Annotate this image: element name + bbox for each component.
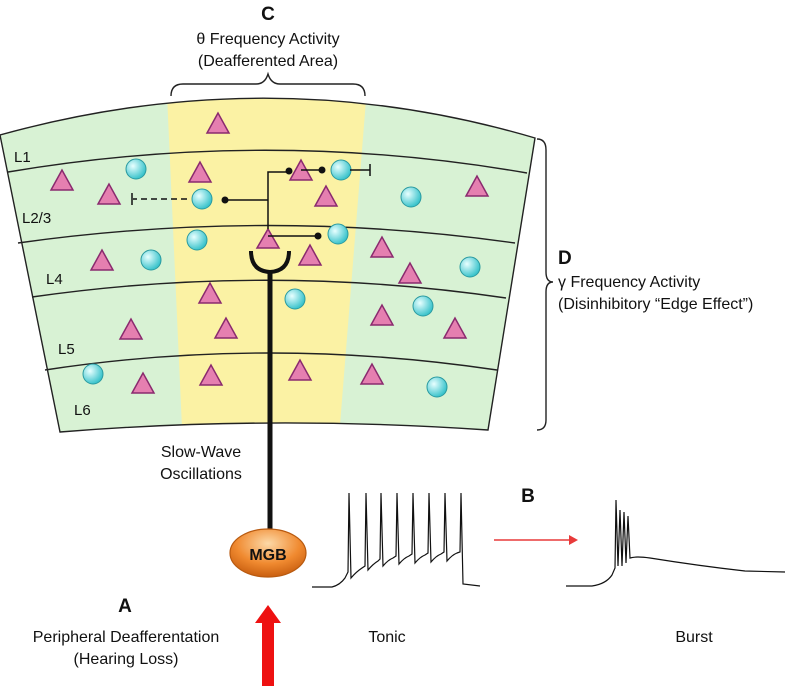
pyramidal-neuron	[464, 174, 490, 197]
pyramidal-neuron	[287, 358, 313, 381]
panel-a-letter: A	[118, 596, 132, 617]
interneuron	[284, 288, 306, 310]
panel-c-subtitle: (Deafferented Area)	[198, 53, 338, 70]
layer-label-l1: L1	[14, 149, 31, 166]
pyramidal-neuron	[49, 168, 75, 191]
panel-c-title: θ Frequency Activity	[196, 31, 339, 48]
panel-c-brace	[170, 71, 366, 97]
pyramidal-neuron	[297, 243, 323, 266]
pyramidal-neuron	[187, 160, 213, 183]
interneuron	[412, 295, 434, 317]
pyramidal-neuron	[118, 317, 144, 340]
pyramidal-neuron	[205, 111, 231, 134]
cortex-outline	[0, 97, 536, 433]
pyramidal-neuron	[313, 184, 339, 207]
synaptic-connections	[131, 164, 371, 237]
pyramidal-neuron	[359, 362, 385, 385]
pyramidal-neuron	[130, 371, 156, 394]
pyramidal-neuron	[369, 303, 395, 326]
pyramidal-neuron	[369, 235, 395, 258]
panel-d-title: γ Frequency Activity	[558, 274, 700, 291]
panel-d-subtitle: (Disinhibitory “Edge Effect”)	[558, 296, 753, 313]
interneuron	[459, 256, 481, 278]
synapse-dot	[221, 196, 229, 204]
interneuron	[186, 229, 208, 251]
interneuron	[330, 159, 352, 181]
interneuron	[140, 249, 162, 271]
pyramidal-neuron	[255, 227, 281, 249]
slow-wave-label: Slow-Wave	[161, 444, 241, 461]
panel-a-subtitle: (Hearing Loss)	[74, 651, 179, 668]
panel-c-letter: C	[261, 4, 275, 25]
panel-d-brace	[536, 138, 554, 431]
interneuron	[82, 363, 104, 385]
interneuron	[125, 158, 147, 180]
interneuron	[191, 188, 213, 210]
pyramidal-neuron	[96, 182, 122, 205]
tonic-label: Tonic	[368, 629, 405, 646]
synapse-dot	[318, 166, 326, 174]
panel-d-letter: D	[558, 248, 572, 269]
b-arrow-head	[569, 535, 578, 545]
mgb-nucleus	[229, 528, 307, 578]
layer-label-l4: L4	[46, 271, 63, 288]
interneuron	[400, 186, 422, 208]
mgb-label: MGB	[249, 547, 286, 564]
layer-label-l6: L6	[74, 402, 91, 419]
panel-a-title: Peripheral Deafferentation	[33, 629, 220, 646]
synapse-dot	[285, 167, 293, 175]
tonic-firing-trace	[312, 492, 481, 588]
input-arrow	[255, 605, 281, 686]
interneuron	[327, 223, 349, 245]
pyramidal-neuron	[198, 363, 224, 386]
layer-label-l5: L5	[58, 341, 75, 358]
slow-wave-label-2: Oscillations	[160, 466, 242, 483]
layer-label-l23: L2/3	[22, 210, 51, 227]
burst-firing-trace	[566, 499, 786, 587]
deafferented-region	[165, 98, 370, 432]
pyramidal-neuron	[213, 316, 239, 339]
synapse-dot	[314, 232, 322, 240]
pyramidal-neuron	[397, 261, 423, 284]
panel-b-letter: B	[521, 486, 535, 507]
interneuron	[426, 376, 448, 398]
pyramidal-neuron	[442, 316, 468, 339]
pyramidal-neuron	[89, 248, 115, 271]
burst-label: Burst	[675, 629, 713, 646]
pyramidal-neuron	[197, 281, 223, 304]
